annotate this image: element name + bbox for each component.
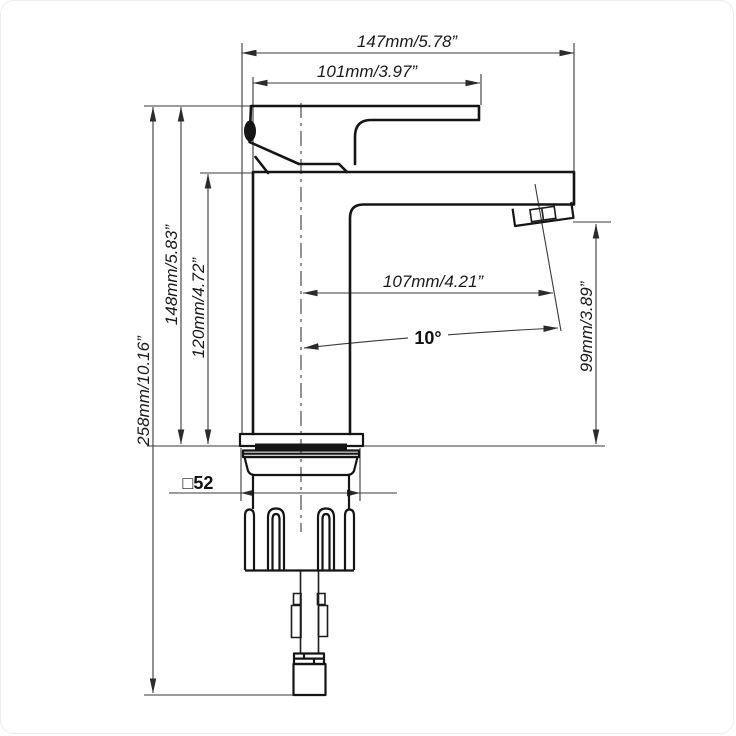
handle-end-cap [244,120,256,142]
angle-label-backing [408,329,448,346]
aerator-housing [511,201,575,228]
mounting-stems [290,592,329,639]
dim-outlet-height: 99mm/3.89” [577,223,600,445]
dim-text-52: □52 [183,473,214,493]
dim-text-147: 147mm/5.78” [357,32,458,51]
dim-text-99: 99mm/3.89” [577,280,596,372]
dim-body-top-height: 120mm/4.72” [189,173,212,445]
dim-overall-width: 147mm/5.78” [241,32,575,57]
dim-handle-length: 101mm/3.97” [252,62,481,87]
dim-spout-angle: 10° [303,325,559,350]
dim-handle-top-height: 148mm/5.83” [162,106,185,445]
outlet-axis-line [534,183,562,332]
aerator-insert [529,205,557,223]
dim-overall-height: 258mm/10.16” [134,106,157,694]
base-ring [241,449,361,459]
dim-text-148: 148mm/5.83” [162,224,181,325]
aerator [511,201,575,228]
spout-body [251,170,576,436]
base-gasket [255,443,347,451]
dim-base-square: □52 [169,473,397,497]
hose-end-block [292,662,327,697]
dim-text-258: 258mm/10.16” [134,335,153,447]
supply-tube [299,570,320,654]
dim-text-107: 107mm/4.21” [383,272,484,291]
dim-text-10deg: 10° [414,328,441,348]
nut-prong-right [316,507,336,570]
dim-text-120: 120mm/4.72” [189,257,208,358]
nut-prong-left [266,507,286,570]
threaded-shank [251,475,351,509]
base-flange [238,432,365,448]
handle-lever [248,104,481,175]
dim-spout-reach: 107mm/4.21” [302,272,554,297]
hose-coupling [292,652,326,666]
dim-arrow-52-left [241,489,254,497]
extension-lines [144,43,611,696]
dim-arrow-52-right [347,489,360,497]
faucet-outline [238,104,576,697]
base-skirt [243,455,359,477]
mounting-nut [243,508,356,572]
dim-text-101: 101mm/3.97” [317,62,418,81]
